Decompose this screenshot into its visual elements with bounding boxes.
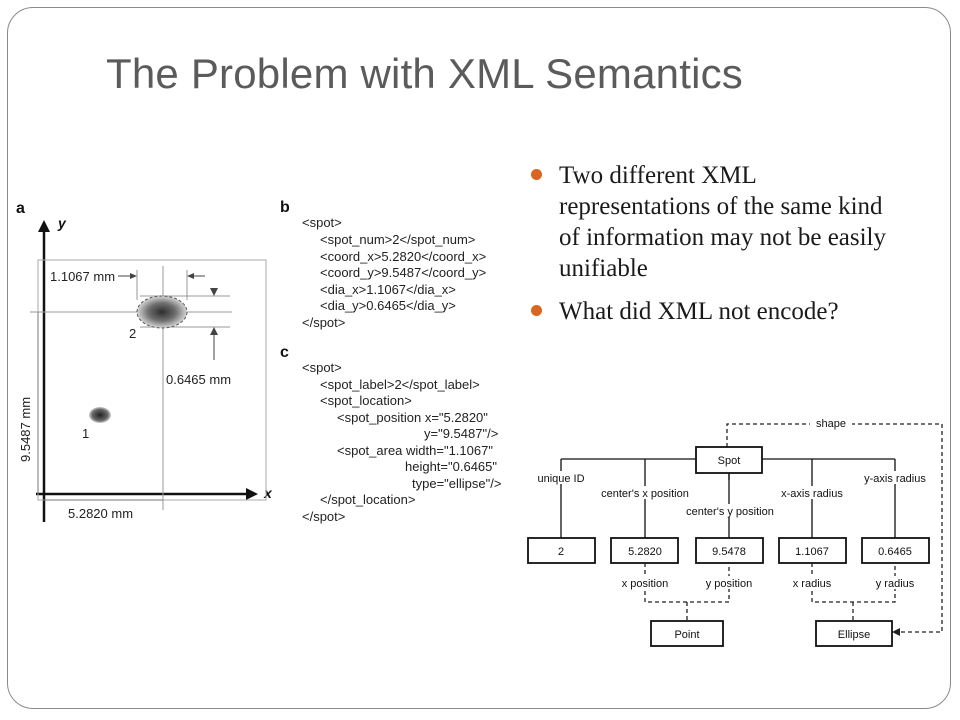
bullet-list: Two different XML representations of the… (528, 160, 888, 339)
value-center-y: 9.5478 (712, 546, 746, 558)
x-axis-arrow (246, 488, 258, 500)
spot-2-label: 2 (129, 326, 136, 341)
panel-b-line-2: <spot_num>2</spot_num> (320, 232, 475, 247)
dim-dia-y-arrowhead-top (210, 288, 218, 296)
bullet-dot-icon (531, 169, 542, 180)
y-axis-arrow (38, 220, 50, 232)
spot-1-label: 1 (82, 426, 89, 441)
edge-label-bg-5 (858, 471, 932, 484)
bullet-text-2: What did XML not encode? (559, 298, 839, 325)
spot-figure: a y x 1.1067 mm 0.6465 mm 9.5487 mm 5.28… (16, 199, 501, 524)
label-y-position: y position (706, 578, 752, 590)
panel-b-line-1: <spot> (302, 215, 342, 230)
panel-b-line-4: <coord_y>9.5487</coord_y> (320, 265, 486, 280)
value-center-x: 5.2820 (628, 546, 662, 558)
panel-b-letter: b (280, 199, 290, 216)
spot-node-label: Spot (718, 455, 741, 467)
dim-dia-x-arrowhead-right (187, 273, 194, 279)
slide-frame (7, 7, 951, 709)
edge-label-bg-4 (776, 486, 848, 499)
edge-label-center-x: center's x position (601, 488, 689, 500)
panel-b-line-6: <dia_y>0.6465</dia_y> (320, 298, 456, 313)
label-x-radius: x radius (793, 578, 832, 590)
lower-label-bg-3 (788, 576, 836, 589)
y-axis-label: y (57, 215, 67, 231)
bullet-text-1: Two different XML representations of the… (559, 162, 887, 282)
slide-title: The Problem with XML Semantics (106, 50, 744, 97)
dim-dia-y-arrowhead-bottom (210, 327, 218, 335)
x-axis-label: x (263, 485, 273, 501)
value-node-y-radius (861, 537, 930, 564)
shape-label: shape (816, 418, 846, 430)
dim-coord-x-label: 5.2820 mm (68, 506, 133, 521)
panel-c-line-9: </spot_location> (320, 492, 415, 507)
spot-1-ellipse (89, 407, 111, 423)
panel-c-line-2: <spot_label>2</spot_label> (320, 377, 480, 392)
value-x-radius: 1.1067 (795, 546, 829, 558)
point-node (650, 620, 724, 647)
panel-c-letter: c (280, 344, 289, 361)
edge-label-x-radius: x-axis radius (781, 488, 843, 500)
bullet-item-1: Two different XML representations of the… (528, 160, 888, 284)
panel-c-line-7: height="0.6465" (405, 459, 497, 474)
edge-label-bg-3 (682, 504, 778, 517)
panel-c-line-3: <spot_location> (320, 393, 412, 408)
panel-c-line-5: y="9.5487"/> (424, 426, 498, 441)
panel-b-line-3: <coord_x>5.2820</coord_x> (320, 249, 486, 264)
bullet-item-2: What did XML not encode? (528, 296, 888, 327)
edge-label-bg-2 (598, 486, 694, 499)
point-node-label: Point (674, 629, 699, 641)
panel-c-line-10: </spot> (302, 509, 345, 524)
ellipse-node (815, 620, 893, 647)
value-y-radius: 0.6465 (878, 546, 912, 558)
dim-dia-y-label: 0.6465 mm (166, 372, 231, 387)
panel-c-line-8: type="ellipse"/> (412, 476, 501, 491)
label-x-position: x position (622, 578, 668, 590)
shape-connector-arrowhead (892, 628, 900, 636)
spot-2-ellipse (136, 295, 188, 329)
spot-graph-diagram: shape Spot unique ID center's x position… (527, 417, 943, 647)
panel-b-line-7: </spot> (302, 315, 345, 330)
edge-label-center-y: center's y position (686, 506, 774, 518)
panel-b-line-5: <dia_x>1.1067</dia_x> (320, 282, 456, 297)
panel-c-line-6: <spot_area width="1.1067" (337, 443, 493, 458)
label-y-radius: y radius (876, 578, 915, 590)
dim-dia-x-label: 1.1067 mm (50, 269, 115, 284)
edge-label-unique-id: unique ID (537, 473, 584, 485)
panel-c-line-1: <spot> (302, 360, 342, 375)
value-unique-id: 2 (558, 546, 564, 558)
panel-a-letter: a (16, 200, 25, 217)
value-node-unique-id (527, 537, 596, 564)
dim-coord-y-label: 9.5487 mm (18, 397, 33, 462)
shape-connector (726, 423, 943, 633)
lower-label-bg-4 (871, 576, 919, 589)
edge-label-bg-1 (535, 471, 587, 484)
ellipse-node-label: Ellipse (838, 629, 870, 641)
value-node-center-x (610, 537, 679, 564)
shape-label-bg (810, 417, 852, 431)
dim-dia-x-arrowhead-left (130, 273, 137, 279)
bullet-dot-icon (531, 305, 542, 316)
panel-c-line-4: <spot_position x="5.2820" (337, 410, 488, 425)
edge-label-y-radius: y-axis radius (864, 473, 926, 485)
lower-label-bg-1 (616, 576, 674, 589)
lower-label-bg-2 (700, 576, 758, 589)
